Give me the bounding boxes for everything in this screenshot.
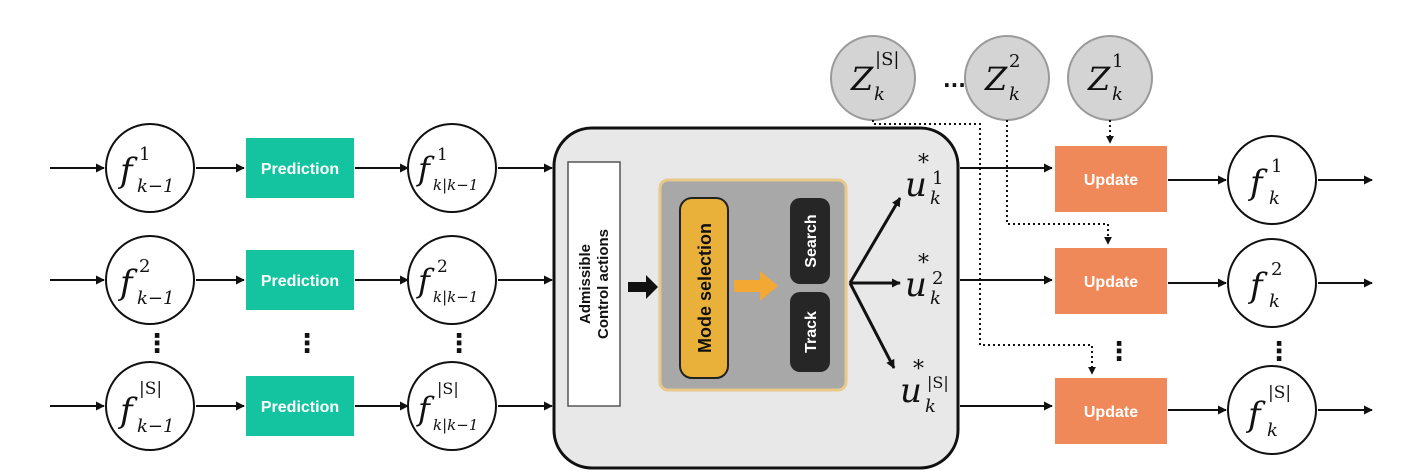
mode-arrow-icon bbox=[734, 271, 778, 301]
svg-text:2: 2 bbox=[1271, 259, 1282, 280]
svg-text:*: * bbox=[918, 251, 929, 276]
admissible-actions-box: Admissible Control actions bbox=[567, 161, 621, 407]
update-box-3: Update bbox=[1055, 378, 1167, 444]
svg-text:Admissible: Admissible bbox=[577, 244, 594, 324]
control-u2: u * 2 k bbox=[905, 251, 943, 309]
predicted-f1: f 1 k|k−1 bbox=[407, 123, 497, 213]
observation-z-1: Z 1 k bbox=[1067, 35, 1153, 121]
svg-text:u: u bbox=[905, 165, 927, 205]
svg-text:|S|: |S| bbox=[139, 379, 162, 399]
observation-links bbox=[872, 120, 1114, 375]
observation-z-2: Z 2 k bbox=[964, 35, 1050, 121]
svg-text:|S|: |S| bbox=[437, 379, 459, 398]
svg-text:2: 2 bbox=[139, 256, 150, 277]
svg-text:|S|: |S| bbox=[927, 373, 949, 392]
predicted-vertical-dots: ⋮ bbox=[446, 329, 472, 359]
svg-text:k: k bbox=[1269, 291, 1280, 312]
predicted-fs: f |S| k|k−1 bbox=[407, 361, 497, 451]
svg-text:k|k−1: k|k−1 bbox=[433, 288, 478, 306]
svg-text:1: 1 bbox=[1112, 51, 1123, 72]
svg-text:Track: Track bbox=[803, 311, 820, 353]
row-arrows bbox=[50, 163, 1373, 415]
svg-text:1: 1 bbox=[139, 144, 150, 165]
svg-text:k−1: k−1 bbox=[137, 176, 174, 197]
predicted-f2: f 2 k|k−1 bbox=[407, 235, 497, 325]
svg-text:u: u bbox=[905, 265, 927, 305]
update-box-2: Update bbox=[1055, 248, 1167, 314]
svg-text:Update: Update bbox=[1084, 172, 1138, 189]
svg-text:Z: Z bbox=[984, 60, 1008, 98]
output-f1: f 1 k bbox=[1227, 135, 1317, 225]
control-us: u * |S| k bbox=[900, 357, 949, 417]
prediction-vertical-dots: ⋮ bbox=[294, 329, 320, 359]
svg-text:Search: Search bbox=[803, 214, 820, 267]
svg-text:k−1: k−1 bbox=[137, 288, 174, 309]
svg-text:k: k bbox=[1267, 420, 1278, 441]
svg-text:2: 2 bbox=[1009, 51, 1020, 72]
svg-text:2: 2 bbox=[932, 268, 943, 289]
svg-text:Control actions: Control actions bbox=[595, 229, 612, 339]
svg-text:k−1: k−1 bbox=[137, 416, 174, 437]
svg-text:k: k bbox=[1112, 84, 1123, 105]
svg-text:k: k bbox=[1269, 188, 1280, 209]
svg-text:Update: Update bbox=[1084, 404, 1138, 421]
observation-ellipsis: ... bbox=[943, 68, 966, 92]
svg-text:Z: Z bbox=[850, 60, 874, 98]
svg-text:k: k bbox=[874, 84, 885, 105]
mode-selection-box: Mode selection bbox=[679, 197, 729, 379]
search-mode-box: Search bbox=[790, 198, 830, 284]
svg-text:Prediction: Prediction bbox=[261, 273, 339, 290]
svg-text:u: u bbox=[900, 371, 922, 411]
control-branch-arrows bbox=[848, 197, 902, 369]
input-fs: f |S| k−1 bbox=[105, 361, 195, 451]
arrow-to-mode-panel bbox=[628, 275, 658, 299]
prediction-box-1: Prediction bbox=[246, 138, 354, 198]
svg-text:k: k bbox=[925, 396, 936, 417]
svg-text:Mode selection: Mode selection bbox=[695, 223, 715, 353]
update-box-1: Update bbox=[1055, 146, 1167, 212]
input-f1: f 1 k−1 bbox=[105, 123, 195, 213]
svg-text:|S|: |S| bbox=[875, 49, 899, 70]
prediction-box-2: Prediction bbox=[246, 250, 354, 310]
svg-text:k|k−1: k|k−1 bbox=[433, 416, 478, 434]
svg-text:k: k bbox=[930, 288, 941, 309]
input-vertical-dots: ⋮ bbox=[144, 329, 170, 359]
prediction-box-3: Prediction bbox=[246, 376, 354, 436]
svg-text:|S|: |S| bbox=[1268, 383, 1291, 403]
input-f2: f 2 k−1 bbox=[105, 235, 195, 325]
svg-text:1: 1 bbox=[437, 145, 448, 165]
svg-text:*: * bbox=[918, 151, 929, 176]
svg-text:Prediction: Prediction bbox=[261, 399, 339, 416]
svg-text:*: * bbox=[913, 357, 924, 382]
observation-z-s: Z |S| k bbox=[830, 35, 916, 121]
svg-text:k: k bbox=[930, 188, 941, 209]
output-fs: f |S| k bbox=[1227, 365, 1317, 455]
svg-text:k: k bbox=[1009, 84, 1020, 105]
output-vertical-dots: ⋮ bbox=[1266, 337, 1292, 367]
track-mode-box: Track bbox=[790, 292, 830, 372]
control-u1: u * 1 k bbox=[905, 151, 943, 209]
svg-text:Prediction: Prediction bbox=[261, 161, 339, 178]
svg-text:k|k−1: k|k−1 bbox=[433, 176, 478, 194]
output-f2: f 2 k bbox=[1227, 238, 1317, 328]
svg-text:2: 2 bbox=[437, 257, 448, 277]
update-vertical-dots: ⋮ bbox=[1106, 337, 1132, 367]
svg-text:1: 1 bbox=[1271, 156, 1282, 177]
svg-text:Z: Z bbox=[1087, 60, 1111, 98]
svg-text:Update: Update bbox=[1084, 274, 1138, 291]
svg-text:1: 1 bbox=[932, 168, 943, 189]
